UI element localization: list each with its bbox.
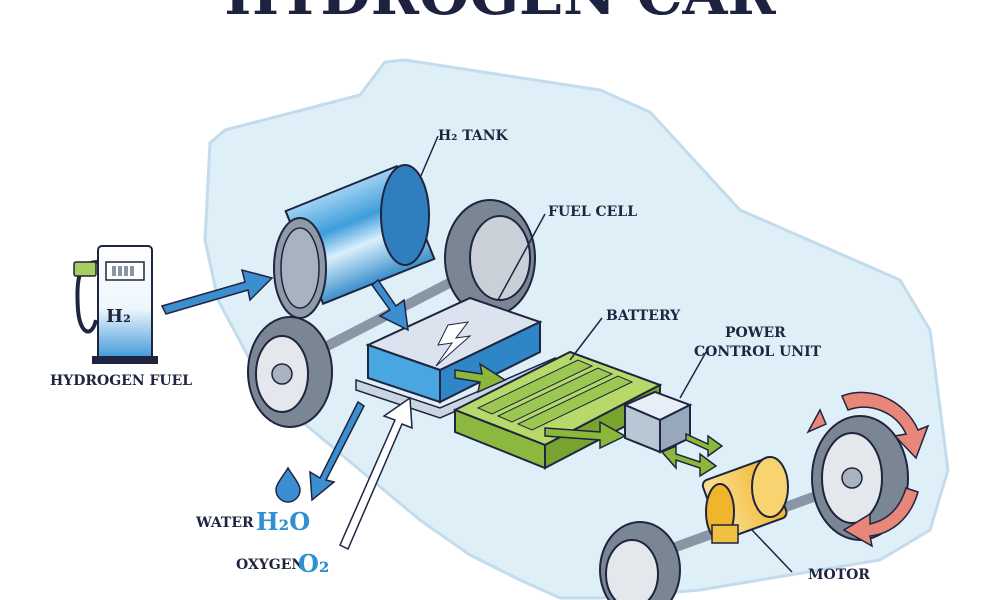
hydrogen-pump (74, 246, 158, 364)
battery-label: BATTERY (606, 308, 681, 324)
water-drop-icon (276, 468, 300, 502)
power-control-label-line2: CONTROL UNIT (694, 344, 822, 360)
pump-sign-label: H₂ (106, 306, 131, 327)
rear-near-wheel (248, 317, 332, 427)
fuel-cell-label: FUEL CELL (548, 204, 637, 220)
page-title: HYDROGEN CAR (224, 0, 776, 28)
h2-tank-label: H₂ TANK (438, 128, 509, 144)
hydrogen-fuel-label: HYDROGEN FUEL (50, 373, 192, 389)
motor-label: MOTOR (808, 567, 870, 583)
oxygen-label: OXYGEN (236, 557, 304, 573)
power-control-label-line1: POWER (725, 325, 786, 341)
water-label: WATER (195, 515, 254, 531)
pump-nozzle (74, 262, 96, 276)
water-formula: H₂O (256, 507, 310, 536)
oxygen-formula: O₂ (298, 549, 329, 578)
